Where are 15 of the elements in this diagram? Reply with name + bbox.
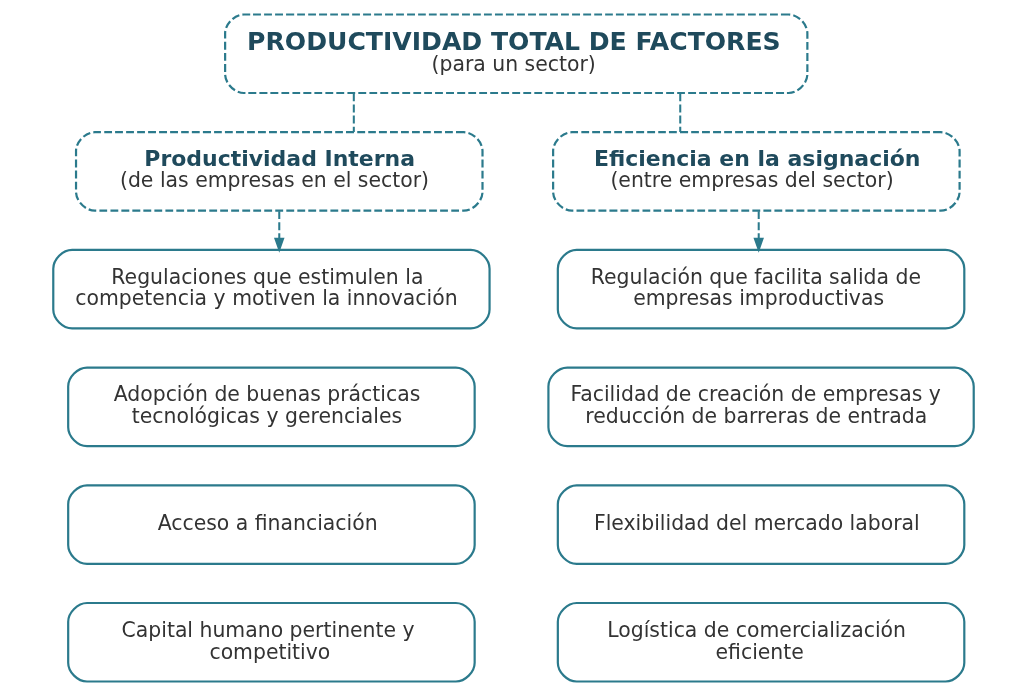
node-box: Facilidad de creación de empresas y reducción de barreras de entrada bbox=[547, 366, 975, 448]
node-box: Acceso a financiación bbox=[67, 484, 476, 565]
node-box: Adopción de buenas prácticas tecnológicas y gerenciales bbox=[67, 366, 476, 448]
node-box: Regulación que facilita salida de empresas improductivas bbox=[556, 248, 966, 330]
node-box: Productividad Interna (de las empresas en el sector) bbox=[74, 131, 484, 212]
node-box: Flexibilidad del mercado laboral bbox=[556, 484, 966, 565]
connector bbox=[352, 93, 355, 133]
arrow bbox=[274, 211, 285, 253]
connector bbox=[679, 93, 682, 133]
arrow bbox=[753, 211, 764, 253]
node-box: Eficiencia en la asignación (entre empresas del sector) bbox=[552, 131, 961, 212]
node-box: Regulaciones que estimulen la competencia y motiven la innovación bbox=[52, 248, 491, 330]
node-box: PRODUCTIVIDAD TOTAL DE FACTORES (para un sector) bbox=[224, 13, 809, 95]
node-box: Logística de comercialización eficiente bbox=[556, 601, 966, 683]
node-box: Capital humano pertinente y competitivo bbox=[67, 601, 476, 683]
